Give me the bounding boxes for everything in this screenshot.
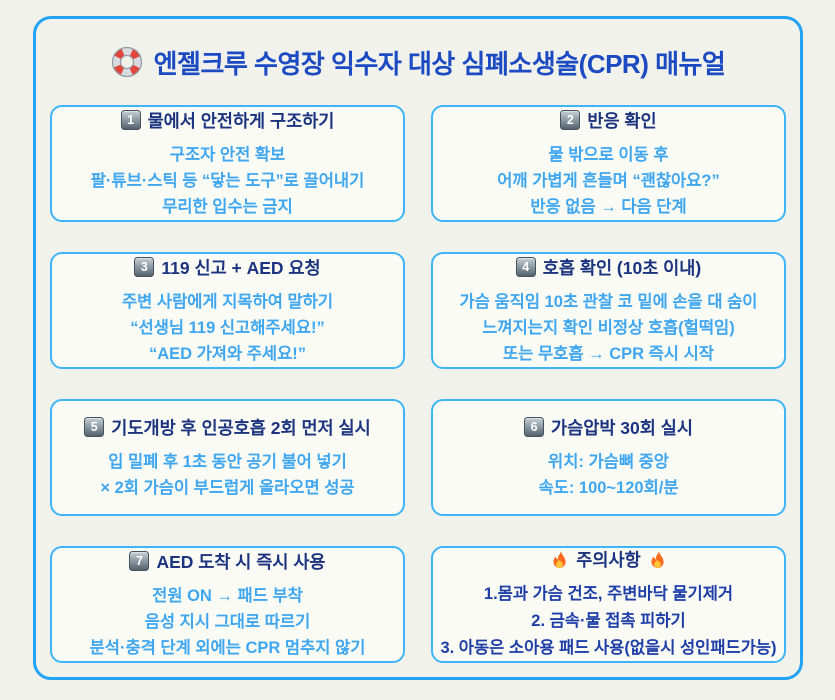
card-body-line: 느껴지는지 확인 비정상 호흡(헐떡임) <box>482 318 735 337</box>
page-title: 엔젤크루 수영장 익수자 대상 심폐소생술(CPR) 매뉴얼 <box>153 48 726 79</box>
card-title-row: 4 호흡 확인 (10초 이내) <box>515 255 702 280</box>
keycap-number-badge: 6 <box>524 417 545 437</box>
card-body-line: 입 밀폐 후 1초 동안 공기 불어 넣기 <box>108 452 347 471</box>
card-body-line: 3. 아동은 소아용 패드 사용(없을시 성인패드가능) <box>440 639 777 657</box>
keycap-number-badge: 7 <box>129 551 150 571</box>
card-title: 119 신고 + AED 요청 <box>161 257 321 278</box>
card-body-line: 음성 지시 그대로 따르기 <box>144 612 311 631</box>
step-card-3: 3 119 신고 + AED 요청 주변 사람에게 지목하여 말하기 “선생님 1… <box>50 252 405 369</box>
fire-icon <box>550 549 569 570</box>
card-body: 1.몸과 가슴 건조, 주변바닥 물기제거 2. 금속·물 접촉 피하기 3. 아동… <box>440 581 776 662</box>
step-card-5: 5 기도개방 후 인공호흡 2회 먼저 실시 입 밀폐 후 1초 동안 공기 불… <box>50 399 405 516</box>
card-body-line: 속도: 100~120회/분 <box>538 478 679 497</box>
card-body-line: 2. 금속·물 접촉 피하기 <box>531 612 686 630</box>
header: 엔젤크루 수영장 익수자 대상 심폐소생술(CPR) 매뉴얼 <box>36 19 800 105</box>
card-body-line: 반응 없음 → 다음 단계 <box>530 197 687 216</box>
card-title: 기도개방 후 인공호흡 2회 먼저 실시 <box>111 417 371 438</box>
lifebuoy-icon <box>111 46 143 78</box>
card-title-row: 5 기도개방 후 인공호흡 2회 먼저 실시 <box>84 415 371 440</box>
keycap-number-badge: 3 <box>134 257 155 277</box>
card-body-line: 분석·충격 단계 외에는 CPR 멈추지 않기 <box>89 638 366 657</box>
card-body-line: “선생님 119 신고해주세요!” <box>130 318 325 337</box>
card-body-line: 물 밖으로 이동 후 <box>548 145 669 164</box>
card-body-line: 팔·튜브·스틱 등 “닿는 도구”로 끌어내기 <box>90 171 365 190</box>
card-title: 반응 확인 <box>587 110 657 131</box>
keycap-number-badge: 1 <box>120 110 141 130</box>
card-title: 호흡 확인 (10초 이내) <box>542 257 702 278</box>
card-body: 주변 사람에게 지목하여 말하기 “선생님 119 신고해주세요!” “AED 가져… <box>122 289 333 367</box>
fire-icon <box>648 549 667 570</box>
keycap-number-badge: 2 <box>560 110 581 130</box>
card-title: AED 도착 시 즉시 사용 <box>156 551 326 572</box>
keycap-number-badge: 5 <box>84 417 105 437</box>
keycap-number-badge: 4 <box>515 257 536 277</box>
card-body-line: 어깨 가볍게 흔들며 “괜찮아요?” <box>497 171 720 190</box>
card-title: 물에서 안전하게 구조하기 <box>147 110 335 131</box>
card-title-row: 1 물에서 안전하게 구조하기 <box>120 108 335 133</box>
card-title-row: 3 119 신고 + AED 요청 <box>134 255 321 280</box>
card-body-line: 위치: 가슴뼈 중앙 <box>548 452 669 471</box>
card-body: 입 밀폐 후 1초 동안 공기 불어 넣기 × 2회 가슴이 부드럽게 올라오면 … <box>100 449 354 501</box>
step-card-4: 4 호흡 확인 (10초 이내) 가슴 움직임 10초 관찰 코 밑에 손을 대… <box>431 252 786 369</box>
card-body-line: “AED 가져와 주세요!” <box>148 344 307 363</box>
card-body-line: 무리한 입수는 금지 <box>162 197 293 216</box>
card-body-line: 가슴 움직임 10초 관찰 코 밑에 손을 대 숨이 <box>459 292 758 311</box>
card-title-row: 주의사항 <box>550 547 666 572</box>
manual-panel: 엔젤크루 수영장 익수자 대상 심폐소생술(CPR) 매뉴얼 1 물에서 안전하… <box>33 16 803 680</box>
card-body-line: × 2회 가슴이 부드럽게 올라오면 성공 <box>100 478 355 497</box>
card-title: 주의사항 <box>576 550 641 570</box>
card-body-line: 1.몸과 가슴 건조, 주변바닥 물기제거 <box>483 585 734 603</box>
card-body-line: 주변 사람에게 지목하여 말하기 <box>121 292 334 311</box>
card-body-line: 또는 무호흡 → CPR 즉시 시작 <box>503 344 714 363</box>
card-body-line: 전원 ON → 패드 부착 <box>152 586 303 605</box>
card-body-line: 구조자 안전 확보 <box>169 145 286 164</box>
card-title-row: 2 반응 확인 <box>560 108 657 133</box>
caution-card: 주의사항 1.몸과 가슴 건조, 주변바닥 물기제거 2. 금속·물 접촉 피하기… <box>431 546 786 663</box>
card-title-row: 7 AED 도착 시 즉시 사용 <box>129 549 326 574</box>
card-title: 가슴압박 30회 실시 <box>551 417 693 438</box>
card-title-row: 6 가슴압박 30회 실시 <box>524 415 693 440</box>
